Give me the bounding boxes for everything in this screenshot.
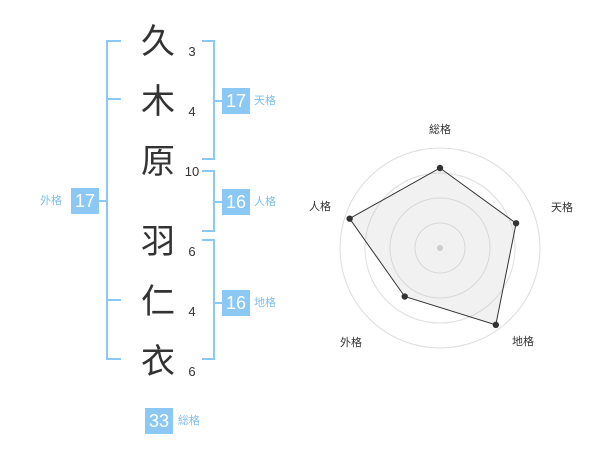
soukaku-badge: 33: [145, 408, 173, 434]
radar-ring-1: [414, 222, 466, 274]
stroke-count-5: 4: [188, 304, 196, 319]
gaikaku-badge: 17: [71, 188, 99, 214]
name-char-6: 衣: [141, 342, 175, 382]
soukaku-label: 総格: [178, 414, 200, 427]
radar-axis-label-chikaku: 地格: [512, 335, 534, 348]
name-char-3: 原: [141, 142, 175, 182]
jinkaku-label: 人格: [254, 195, 276, 208]
chikaku-bracket: [202, 239, 215, 360]
radar-series-polygon: [348, 167, 517, 326]
name-char-5: 仁: [141, 282, 175, 322]
radar-ring-4: [339, 147, 541, 349]
radar-ring-2: [389, 197, 491, 299]
radar-axis-label-gaikaku: 外格: [340, 336, 362, 349]
stroke-count-1: 3: [188, 44, 196, 59]
jinkaku-badge: 16: [222, 189, 250, 215]
stroke-count-3: 10: [184, 164, 200, 179]
radar-point-3: [492, 321, 500, 329]
stroke-count-4: 6: [188, 244, 196, 259]
tenkaku-label: 天格: [254, 94, 276, 107]
radar-point-4: [401, 293, 408, 300]
radar-axis-label-jinkaku: 人格: [309, 200, 331, 213]
radar-axis-label-tenkaku: 天格: [551, 201, 573, 214]
name-char-4: 羽: [141, 222, 175, 262]
radar-point-2: [512, 220, 520, 227]
radar-axis-label-soukaku: 総格: [429, 123, 451, 136]
stroke-count-6: 6: [188, 364, 196, 379]
tenkaku-badge: 17: [222, 88, 250, 114]
gaikaku-label: 外格: [40, 194, 62, 207]
chikaku-label: 地格: [254, 296, 276, 309]
chikaku-badge: 16: [222, 290, 250, 316]
name-char-2: 木: [141, 82, 175, 122]
radar-ring-3: [364, 172, 516, 324]
stroke-count-2: 4: [188, 104, 196, 119]
radar-point-1: [436, 164, 444, 172]
radar-center-dot: [437, 245, 443, 251]
radar-point-5: [346, 215, 353, 222]
name-char-1: 久: [141, 22, 175, 62]
